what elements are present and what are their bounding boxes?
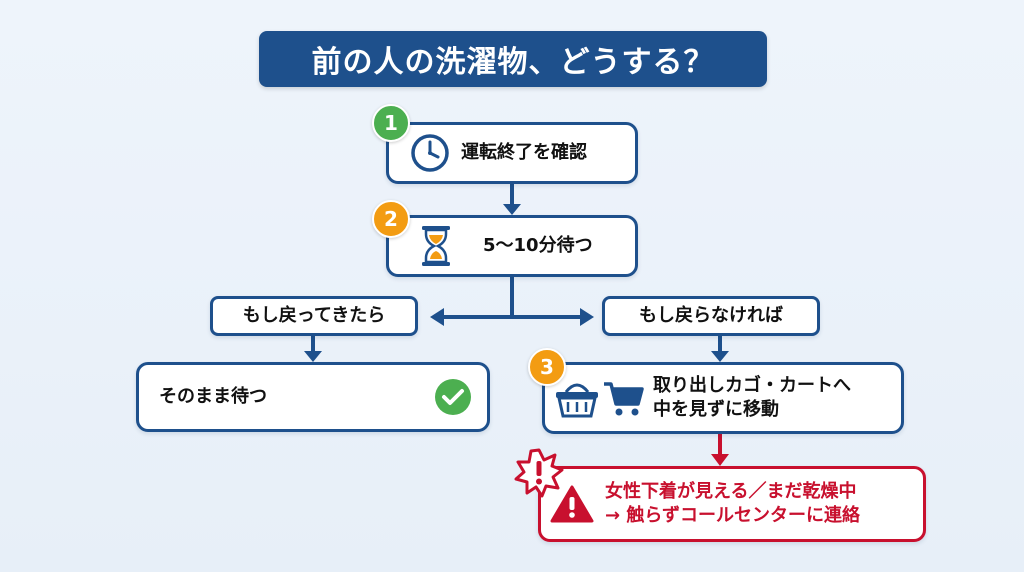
- wait-result-box: そのまま待つ: [136, 362, 490, 432]
- exclamation-burst-icon: [514, 448, 564, 498]
- step-3-label-line2: 中を見ずに移動: [653, 399, 779, 420]
- warning-line2: → 触らずコールセンターに連絡: [605, 505, 860, 526]
- hourglass-icon: [422, 226, 450, 266]
- step-1-label: 運転終了を確認: [461, 142, 587, 163]
- step-2-badge: 2: [372, 200, 410, 238]
- wait-result-label: そのまま待つ: [159, 386, 267, 407]
- cart-icon: [604, 382, 644, 416]
- basket-icon: [556, 383, 598, 418]
- step-3-box: 取り出しカゴ・カートへ 中を見ずに移動: [542, 362, 904, 434]
- branch-left-text: もし戻ってきたら: [242, 305, 386, 326]
- step-2-label: 5〜10分待つ: [483, 235, 593, 256]
- page-title: 前の人の洗濯物、どうする？: [259, 31, 767, 87]
- clock-icon: [411, 134, 449, 172]
- warning-box: 女性下着が見える／まだ乾燥中 → 触らずコールセンターに連絡: [538, 466, 926, 542]
- step-1-badge: 1: [372, 104, 410, 142]
- check-circle-icon: [435, 379, 471, 415]
- branch-left-label: もし戻ってきたら: [210, 296, 418, 336]
- step-3-badge: 3: [528, 348, 566, 386]
- warning-line1: 女性下着が見える／まだ乾燥中: [605, 481, 857, 502]
- step-3-label-line1: 取り出しカゴ・カートへ: [653, 375, 851, 396]
- step-2-box: 5〜10分待つ: [386, 215, 638, 277]
- branch-right-label: もし戻らなければ: [602, 296, 820, 336]
- branch-right-text: もし戻らなければ: [639, 305, 783, 326]
- warning-triangle-icon: [550, 485, 594, 523]
